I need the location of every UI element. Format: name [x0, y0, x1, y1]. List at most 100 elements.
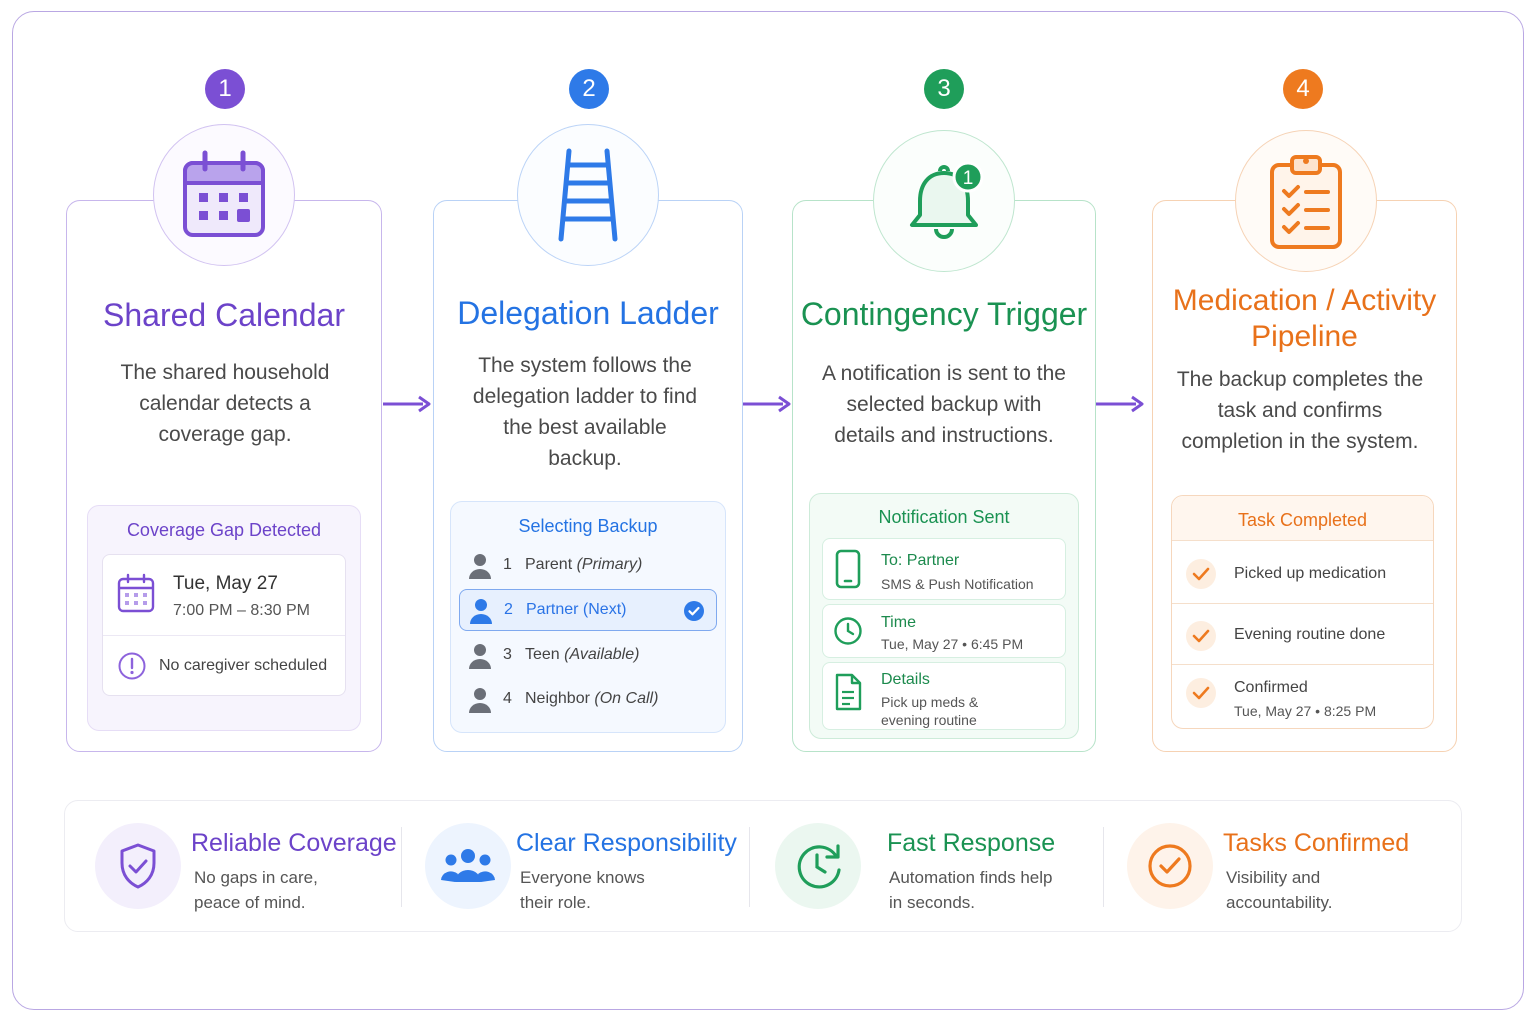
divider — [1172, 540, 1433, 541]
task-row-2: Evening routine done — [1172, 604, 1433, 666]
step-2-description: The system follows the delegation ladder… — [472, 354, 698, 470]
coverage-gap-panel: Coverage Gap Detected Tue, May 27 7:00 P… — [87, 505, 361, 731]
ladder-row-4[interactable]: 4 Neighbor (On Call) — [459, 679, 717, 721]
benefits-bar: Reliable Coverage No gaps in care,peace … — [64, 800, 1462, 932]
coverage-gap-title: Coverage Gap Detected — [126, 520, 322, 540]
benefit-title: Tasks Confirmed — [1223, 829, 1410, 857]
step-4-number: 4 — [1283, 69, 1323, 109]
gap-time: 7:00 PM – 8:30 PM — [173, 602, 310, 619]
clock-icon — [834, 617, 862, 645]
step-3-icon-circle: 1 — [873, 130, 1015, 272]
ladder-row-1[interactable]: 1 Parent (Primary) — [459, 545, 717, 587]
person-icon — [469, 644, 491, 669]
task-panel-header — [1172, 496, 1433, 540]
check-circle-icon — [1148, 844, 1192, 888]
benefit-desc: No gaps in care,peace of mind. — [194, 868, 318, 912]
step-3-number: 3 — [924, 69, 964, 109]
benefit-icon-circle — [425, 823, 511, 909]
clipboard-checklist-icon — [1270, 155, 1342, 249]
divider — [1172, 664, 1433, 665]
benefit-title: Reliable Coverage — [191, 829, 397, 857]
benefit-icon-circle — [1127, 823, 1213, 909]
ladder-row-2[interactable]: 2 Partner (Next) — [459, 589, 717, 631]
phone-icon — [835, 549, 861, 589]
step-4-title: Medication / Activity Pipeline — [1172, 284, 1437, 353]
notification-sent-panel: Notification Sent To: Partner SMS & Push… — [809, 493, 1079, 739]
benefit-reliable-coverage: Reliable Coverage No gaps in care,peace … — [65, 801, 401, 933]
step-2-icon-circle — [517, 124, 659, 266]
notif-details-heading: Details — [881, 671, 930, 688]
step-2-card: Delegation Ladder The system follows the… — [433, 200, 743, 752]
divider — [401, 827, 402, 907]
divider — [1172, 603, 1433, 604]
task-label: Picked up medication — [1234, 565, 1387, 582]
notif-time-heading: Time — [881, 614, 916, 631]
step-3-description: A notification is sent to the selected b… — [822, 362, 1066, 447]
task-label: Confirmed — [1234, 679, 1308, 696]
person-icon — [469, 554, 491, 579]
ladder-label: Parent (Primary) — [525, 556, 643, 573]
step-1-description: The shared household calendar detects a … — [120, 361, 330, 446]
ladder-label: Neighbor (On Call) — [525, 690, 659, 707]
step-3-card: Contingency Trigger A notification is se… — [792, 200, 1096, 752]
task-completed-panel: Task Completed Picked up medication Even… — [1171, 495, 1434, 729]
gap-date: Tue, May 27 — [173, 573, 278, 594]
step-1-number: 1 — [205, 69, 245, 109]
ladder-num: 3 — [503, 646, 512, 663]
benefit-title: Clear Responsibility — [516, 829, 737, 857]
ladder-row-3[interactable]: 3 Teen (Available) — [459, 635, 717, 677]
step-1-card: Shared Calendar The shared household cal… — [66, 200, 382, 752]
benefit-title: Fast Response — [887, 829, 1056, 857]
benefit-icon-circle — [95, 823, 181, 909]
coverage-gap-detail: Tue, May 27 7:00 PM – 8:30 PM No caregiv… — [102, 554, 346, 696]
document-icon — [835, 673, 862, 711]
notif-recipient-sub: SMS & Push Notification — [881, 576, 1034, 592]
task-timestamp: Tue, May 27 • 8:25 PM — [1234, 703, 1377, 719]
step-4-description: The backup completes the task and confir… — [1176, 368, 1424, 453]
notif-details-sub: Pick up meds & evening routine — [881, 694, 979, 728]
check-icon — [1186, 559, 1216, 589]
step-4-icon-circle — [1235, 130, 1377, 272]
bell-icon: 1 — [910, 161, 984, 239]
step-2-number: 2 — [569, 69, 609, 109]
divider — [103, 635, 345, 636]
shield-check-icon — [120, 843, 156, 889]
calendar-icon — [183, 150, 265, 237]
bell-badge-count: 1 — [963, 168, 974, 189]
ladder-num: 2 — [504, 601, 513, 618]
notif-time-sub: Tue, May 27 • 6:45 PM — [881, 636, 1024, 652]
bell-badge — [952, 161, 984, 193]
step-4-card: Medication / Activity Pipeline The backu… — [1152, 200, 1457, 752]
check-circle-icon — [684, 601, 704, 621]
task-label: Evening routine done — [1234, 626, 1386, 643]
flow-arrow-3 — [1096, 395, 1144, 413]
step-3-title: Contingency Trigger — [800, 296, 1088, 332]
divider — [749, 827, 750, 907]
ladder-num: 4 — [503, 690, 512, 707]
ladder-icon — [558, 148, 618, 242]
ladder-label: Teen (Available) — [525, 646, 640, 663]
clock-refresh-icon — [797, 844, 841, 889]
group-icon — [441, 849, 495, 882]
task-completed-title: Task Completed — [1237, 510, 1368, 530]
flow-arrow-1 — [383, 395, 431, 413]
notification-sent-title: Notification Sent — [878, 507, 1010, 527]
flow-arrow-2 — [743, 395, 791, 413]
person-icon — [469, 688, 491, 713]
benefit-icon-circle — [775, 823, 861, 909]
alert-circle-icon — [118, 652, 146, 680]
check-icon — [1186, 678, 1216, 708]
person-icon — [470, 599, 492, 624]
notification-details: Details Pick up meds & evening routine — [822, 662, 1066, 730]
task-row-3: Confirmed Tue, May 27 • 8:25 PM — [1172, 664, 1433, 726]
task-row-1: Picked up medication — [1172, 542, 1433, 604]
step-1-title: Shared Calendar — [103, 297, 345, 333]
notif-recipient-heading: To: Partner — [881, 552, 960, 569]
notification-time: Time Tue, May 27 • 6:45 PM — [822, 604, 1066, 658]
